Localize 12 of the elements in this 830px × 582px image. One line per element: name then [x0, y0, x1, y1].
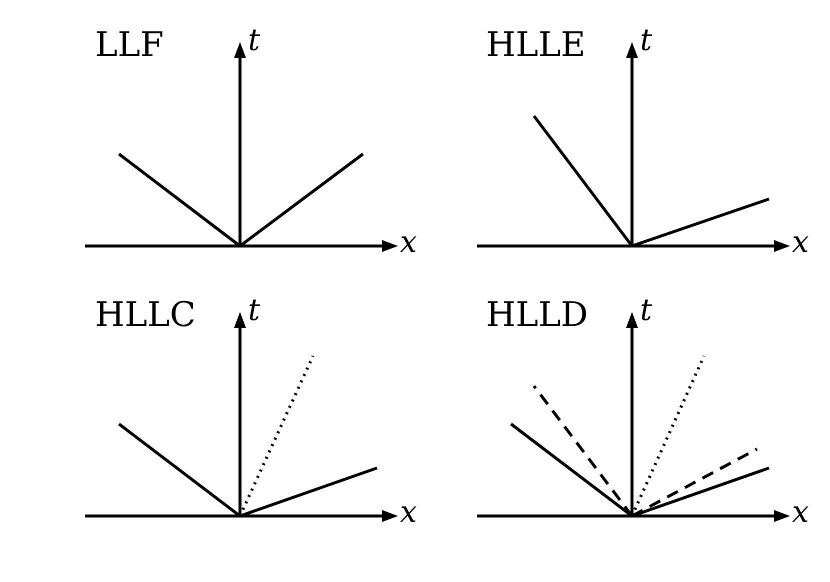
panel-title: HLLD [486, 298, 588, 332]
panel-title: HLLC [95, 298, 196, 332]
axis-label: t [640, 26, 652, 56]
axis-label: t [248, 296, 260, 326]
panel-title: HLLE [486, 28, 586, 62]
axis-label: x [792, 498, 809, 528]
axis-label: x [400, 498, 417, 528]
axis-label: t [640, 296, 652, 326]
axis-label: t [248, 26, 260, 56]
axis-label: x [400, 228, 417, 258]
axis-label: x [792, 228, 809, 258]
panel-title: LLF [95, 28, 164, 62]
